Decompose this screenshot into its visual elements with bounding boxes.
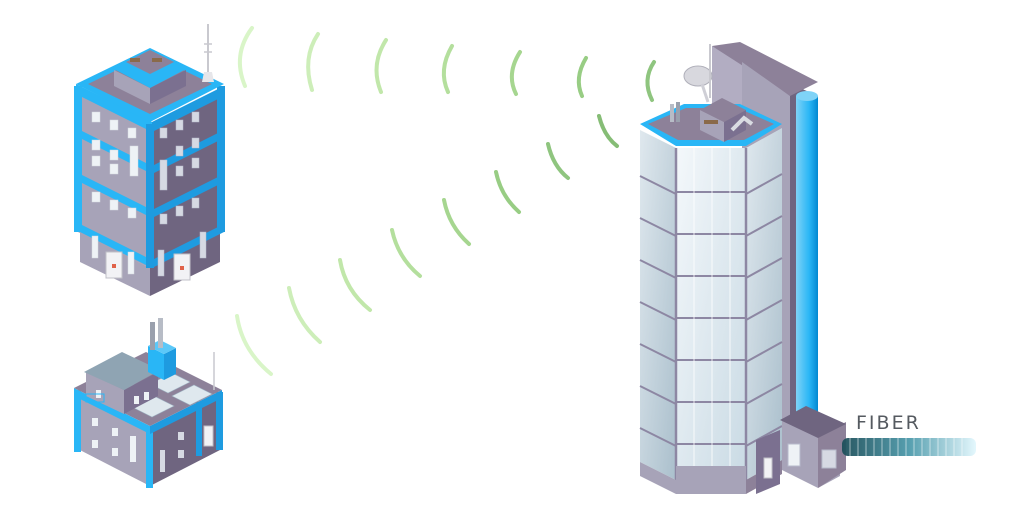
fiber-cable-icon (842, 438, 976, 456)
wireless-signal-arcs (235, 26, 656, 376)
factory-building-icon (74, 318, 223, 488)
office-building-icon (74, 24, 225, 296)
antenna-icon (202, 24, 214, 82)
fiber-label: FIBER (856, 412, 921, 434)
skyscraper-hub-icon (639, 42, 846, 494)
satellite-dish-icon (683, 65, 713, 103)
